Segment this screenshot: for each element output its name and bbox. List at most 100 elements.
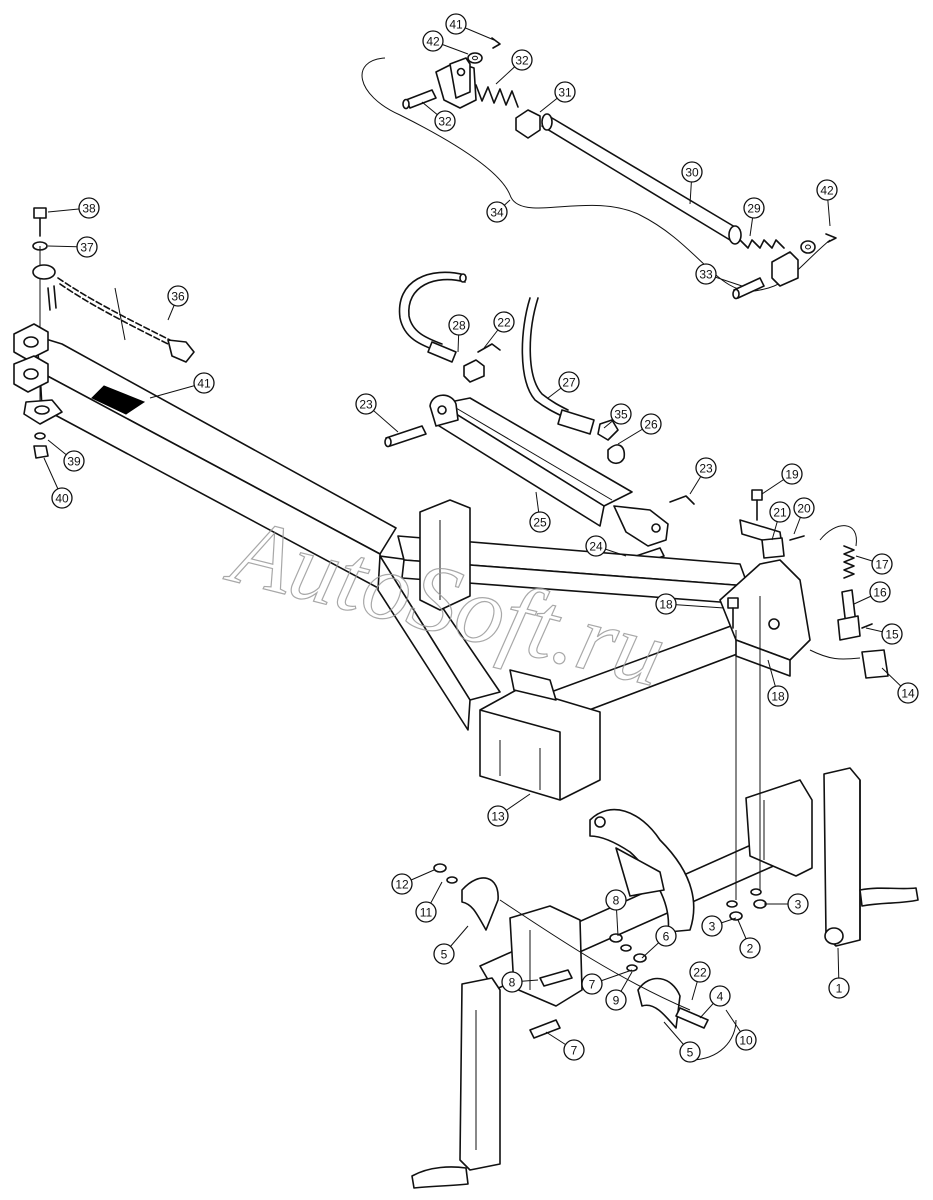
callout-number: 26 bbox=[644, 418, 658, 432]
lower-axle-assembly bbox=[411, 596, 919, 1189]
callout-number: 23 bbox=[359, 398, 373, 412]
callout-circle bbox=[529, 511, 551, 533]
callout-number: 32 bbox=[438, 115, 452, 129]
callout-7: 7 bbox=[581, 969, 633, 995]
callout-number: 1 bbox=[836, 982, 843, 996]
callout-number: 7 bbox=[589, 978, 596, 992]
callout-number: 2 bbox=[747, 942, 754, 956]
callout-number: 4 bbox=[717, 990, 724, 1004]
callout-11: 11 bbox=[415, 881, 443, 923]
callout-number: 16 bbox=[873, 586, 887, 600]
callout-number: 41 bbox=[449, 18, 463, 32]
callout-number: 14 bbox=[901, 687, 915, 701]
callout-number: 18 bbox=[771, 690, 785, 704]
callout-34: 34 bbox=[486, 199, 511, 223]
callout-circle bbox=[695, 457, 717, 479]
callout-number: 31 bbox=[558, 86, 572, 100]
callout-number: 6 bbox=[663, 930, 670, 944]
callout-circle bbox=[585, 535, 607, 557]
callout-10: 10 bbox=[725, 1009, 757, 1051]
callout-number: 9 bbox=[613, 994, 620, 1008]
callout-18: 18 bbox=[767, 659, 789, 707]
callout-circle bbox=[787, 893, 809, 915]
callout-31: 31 bbox=[539, 81, 576, 113]
callout-number: 39 bbox=[67, 455, 81, 469]
callout-circle bbox=[581, 973, 603, 995]
callout-circle bbox=[767, 685, 789, 707]
callout-9: 9 bbox=[605, 971, 633, 1011]
callout-number: 12 bbox=[395, 878, 409, 892]
callout-circle bbox=[355, 393, 377, 415]
callout-circle bbox=[422, 30, 444, 52]
callout-8: 8 bbox=[501, 971, 539, 993]
callout-circle bbox=[655, 593, 677, 615]
callout-circle bbox=[816, 179, 838, 201]
callout-circle bbox=[695, 263, 717, 285]
callout-circle bbox=[563, 1039, 585, 1061]
callout-number: 21 bbox=[773, 506, 787, 520]
callout-circle bbox=[63, 450, 85, 472]
callout-number: 24 bbox=[589, 540, 603, 554]
callout-23: 23 bbox=[689, 457, 717, 495]
callout-number: 5 bbox=[441, 948, 448, 962]
callout-5: 5 bbox=[433, 925, 469, 965]
callout-number: 10 bbox=[739, 1034, 753, 1048]
callout-circle bbox=[76, 236, 98, 258]
callout-number: 28 bbox=[452, 319, 466, 333]
callout-number: 30 bbox=[685, 166, 699, 180]
callout-circle bbox=[881, 623, 903, 645]
callout-number: 40 bbox=[55, 492, 69, 506]
callout-18: 18 bbox=[655, 593, 725, 615]
callout-3: 3 bbox=[701, 915, 737, 937]
callout-42: 42 bbox=[816, 179, 838, 227]
callout-number: 25 bbox=[533, 516, 547, 530]
callout-circle bbox=[743, 197, 765, 219]
callout-circle bbox=[511, 49, 533, 71]
callout-22: 22 bbox=[689, 961, 711, 1001]
callout-41: 41 bbox=[149, 372, 215, 399]
callout-4: 4 bbox=[699, 985, 731, 1019]
callout-32: 32 bbox=[421, 101, 456, 132]
callout-layer: 1233455677889101112131415161718181920212… bbox=[43, 13, 919, 1063]
callout-35: 35 bbox=[603, 403, 632, 429]
callout-number: 27 bbox=[562, 376, 576, 390]
callout-1: 1 bbox=[828, 947, 850, 999]
callout-circle bbox=[487, 805, 509, 827]
callout-circle bbox=[415, 901, 437, 923]
callout-circle bbox=[434, 110, 456, 132]
callout-circle bbox=[869, 581, 891, 603]
callout-number: 22 bbox=[497, 316, 511, 330]
callout-circle bbox=[679, 1041, 701, 1063]
callout-22: 22 bbox=[483, 311, 515, 349]
callout-circle bbox=[51, 487, 73, 509]
callout-6: 6 bbox=[641, 925, 677, 959]
callout-circle bbox=[193, 372, 215, 394]
callout-3: 3 bbox=[764, 893, 809, 915]
callout-21: 21 bbox=[769, 501, 791, 541]
callout-40: 40 bbox=[43, 457, 73, 509]
callout-circle bbox=[445, 13, 467, 35]
callout-circle bbox=[78, 197, 100, 219]
callout-number: 22 bbox=[693, 966, 707, 980]
callout-number: 17 bbox=[875, 558, 889, 572]
callout-24: 24 bbox=[585, 535, 627, 557]
callout-circle bbox=[871, 553, 893, 575]
right-small-parts bbox=[727, 489, 889, 679]
callout-number: 38 bbox=[82, 202, 96, 216]
callout-number: 8 bbox=[613, 894, 620, 908]
callout-circle bbox=[605, 889, 627, 911]
callout-circle bbox=[448, 314, 470, 336]
callout-5: 5 bbox=[663, 1021, 701, 1063]
callout-number: 32 bbox=[515, 54, 529, 68]
callout-33: 33 bbox=[695, 263, 743, 287]
callout-circle bbox=[781, 463, 803, 485]
callout-circle bbox=[610, 403, 632, 425]
callout-41: 41 bbox=[445, 13, 495, 41]
callout-17: 17 bbox=[855, 553, 893, 575]
callout-circle bbox=[167, 285, 189, 307]
callout-2: 2 bbox=[737, 919, 761, 959]
callout-circle bbox=[391, 873, 413, 895]
callout-number: 3 bbox=[795, 898, 802, 912]
callout-number: 29 bbox=[747, 202, 761, 216]
